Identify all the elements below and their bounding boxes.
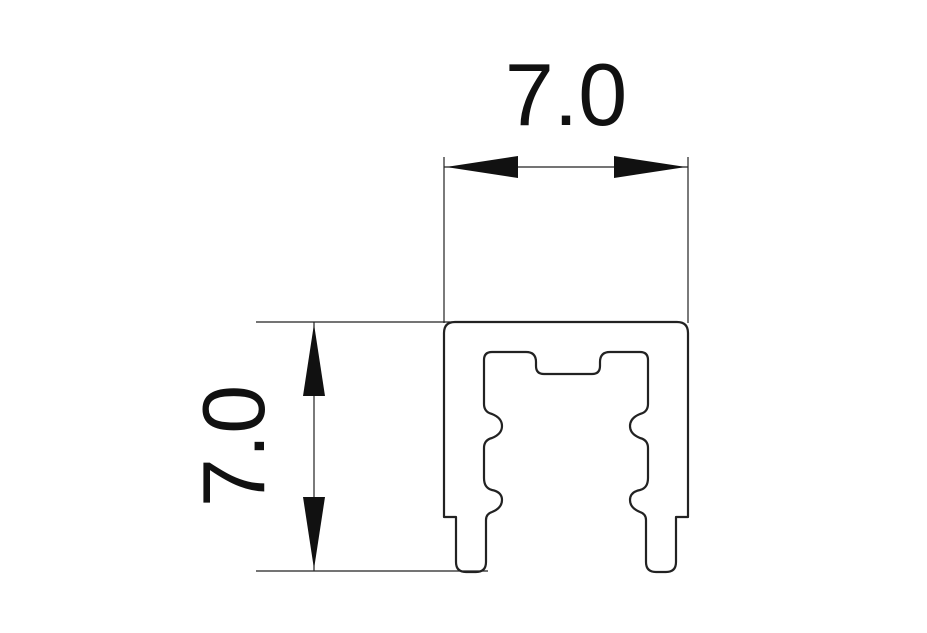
height-arrow-top [303, 324, 325, 396]
width-dimension-label: 7.0 [505, 45, 627, 144]
width-arrow-right [614, 156, 686, 178]
height-dimension-label: 7.0 [184, 385, 283, 507]
width-arrow-left [446, 156, 518, 178]
height-dimension: 7.0 [184, 321, 488, 572]
height-arrow-bottom [303, 497, 325, 569]
channel-profile-outline [442, 320, 690, 574]
width-dimension: 7.0 [443, 45, 689, 323]
